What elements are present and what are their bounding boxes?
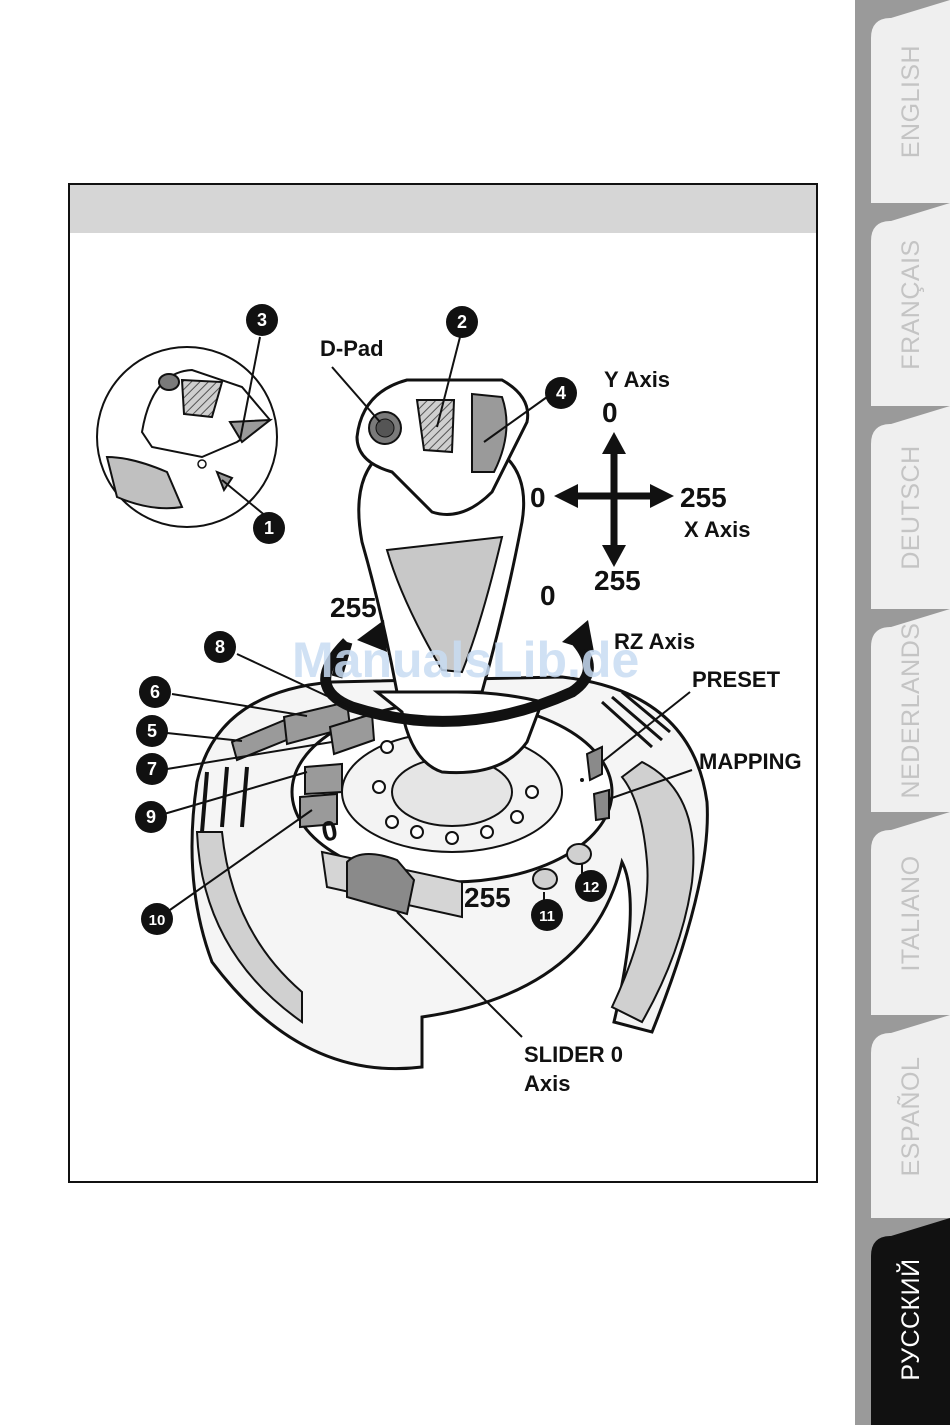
slider-max-value: 255 xyxy=(464,882,511,913)
tab-label: ESPAÑOL xyxy=(871,1015,950,1218)
tab-label: РУССКИЙ xyxy=(871,1218,950,1421)
watermark: ManualsLib.de xyxy=(292,632,639,688)
badge-3: 3 xyxy=(246,304,278,336)
svg-text:2: 2 xyxy=(457,312,467,332)
tab-label: FRANÇAIS xyxy=(871,203,950,406)
svg-text:1: 1 xyxy=(264,518,274,538)
badge-5: 5 xyxy=(136,715,168,747)
badge-9: 9 xyxy=(135,801,167,833)
badge-10: 10 xyxy=(141,903,173,935)
svg-text:6: 6 xyxy=(150,682,160,702)
tab-label: ENGLISH xyxy=(871,0,950,203)
svg-text:5: 5 xyxy=(147,721,157,741)
joystick-diagram: 1 2 3 4 5 6 7 8 9 10 11 12 D-Pad Y Axis … xyxy=(70,185,816,1181)
slider-label-line2: Axis xyxy=(524,1071,570,1096)
figure-frame: 1 2 3 4 5 6 7 8 9 10 11 12 D-Pad Y Axis … xyxy=(68,183,818,1183)
tab-label: DEUTSCH xyxy=(871,406,950,609)
x-axis-label: X Axis xyxy=(684,517,750,542)
svg-text:11: 11 xyxy=(539,908,555,925)
svg-text:12: 12 xyxy=(583,879,600,896)
svg-text:9: 9 xyxy=(146,807,156,827)
tab-italiano[interactable]: ITALIANO xyxy=(855,812,950,1015)
badge-11: 11 xyxy=(531,899,563,931)
tab-label: ITALIANO xyxy=(871,812,950,1015)
tab-deutsch[interactable]: DEUTSCH xyxy=(855,406,950,609)
preset-label: PRESET xyxy=(692,667,781,692)
dpad-label: D-Pad xyxy=(320,336,384,361)
rz-axis-right-value: 0 xyxy=(540,580,556,611)
svg-text:4: 4 xyxy=(556,383,566,403)
trigger-detail-inset xyxy=(97,347,277,527)
y-axis-max: 255 xyxy=(594,565,641,596)
language-tabs: ENGLISH FRANÇAIS DEUTSCH NEDERLANDS ITAL… xyxy=(855,0,950,1425)
tab-label: NEDERLANDS xyxy=(871,609,950,812)
x-axis-min: 0 xyxy=(530,482,546,513)
tab-english[interactable]: ENGLISH xyxy=(855,0,950,203)
x-axis-max: 255 xyxy=(680,482,727,513)
badge-2: 2 xyxy=(446,306,478,338)
badge-6: 6 xyxy=(139,676,171,708)
badge-4: 4 xyxy=(545,377,577,409)
svg-text:7: 7 xyxy=(147,759,157,779)
svg-text:10: 10 xyxy=(149,912,166,929)
slider-label-line1: SLIDER 0 xyxy=(524,1042,623,1067)
badge-12: 12 xyxy=(575,870,607,902)
y-axis-label: Y Axis xyxy=(604,367,670,392)
tab-russian[interactable]: РУССКИЙ xyxy=(855,1218,950,1421)
rz-axis-left-value: 255 xyxy=(330,592,377,623)
mapping-label: MAPPING xyxy=(699,749,802,774)
badge-1: 1 xyxy=(253,512,285,544)
svg-text:3: 3 xyxy=(257,310,267,330)
badge-8: 8 xyxy=(204,631,236,663)
xy-axis-cross xyxy=(554,432,674,567)
tab-francais[interactable]: FRANÇAIS xyxy=(855,203,950,406)
tab-nederlands[interactable]: NEDERLANDS xyxy=(855,609,950,812)
svg-text:8: 8 xyxy=(215,637,225,657)
badge-7: 7 xyxy=(136,753,168,785)
tab-espanol[interactable]: ESPAÑOL xyxy=(855,1015,950,1218)
y-axis-min: 0 xyxy=(602,397,618,428)
